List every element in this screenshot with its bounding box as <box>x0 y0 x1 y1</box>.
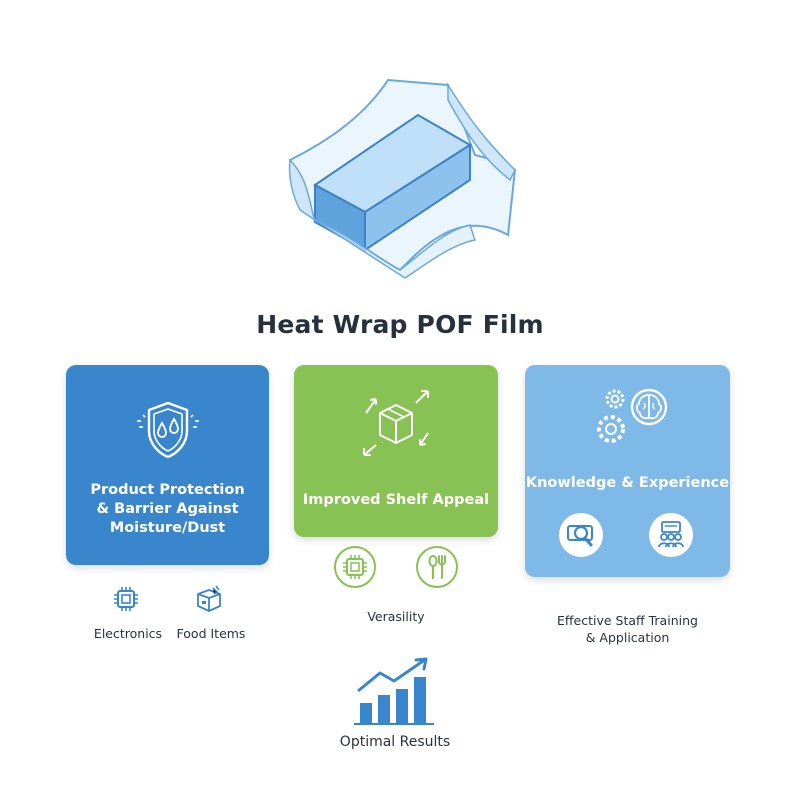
magnifier-circle <box>559 513 603 557</box>
protection-title-line-1: Product Protection <box>90 482 245 498</box>
knowledge-card: Knowledge & Experience <box>525 365 730 577</box>
protection-card-title: Product Protection & Barrier Against Moi… <box>66 481 269 538</box>
knowledge-card-title: Knowledge & Experience <box>525 475 730 491</box>
box-arrows-icon <box>363 390 429 456</box>
team-circle <box>649 513 693 557</box>
team-icon <box>658 521 684 548</box>
versatility-chip-icon <box>334 546 376 588</box>
food-items-label: Food Items <box>176 626 246 641</box>
shelf-appeal-card: Improved Shelf Appeal <box>294 365 498 537</box>
protection-title-line-2: & Barrier Against <box>96 501 239 517</box>
shield-droplets-icon <box>137 401 199 459</box>
staff-training-line-1: Effective Staff Training <box>557 613 698 628</box>
optimal-results-label: Optimal Results <box>339 734 451 750</box>
versatility-label: Verasility <box>367 609 425 624</box>
wrapped-package-icon <box>288 78 517 279</box>
electronics-label: Electronics <box>93 626 163 641</box>
staff-training-line-2: & Application <box>585 630 670 645</box>
chip-icon <box>114 587 138 611</box>
protection-card: Product Protection & Barrier Against Moi… <box>66 365 269 565</box>
growth-chart-icon <box>354 657 434 725</box>
staff-training-label: Effective Staff Training & Application <box>535 612 720 646</box>
protection-title-line-3: Moisture/Dust <box>109 520 226 536</box>
gears-brain-icon <box>597 388 668 443</box>
spoon-fork-icon <box>416 546 458 588</box>
page-title: Heat Wrap POF Film <box>256 310 544 339</box>
magnifier-icon <box>567 525 593 547</box>
shelf-appeal-card-title: Improved Shelf Appeal <box>302 492 490 508</box>
open-box-icon <box>197 585 221 612</box>
